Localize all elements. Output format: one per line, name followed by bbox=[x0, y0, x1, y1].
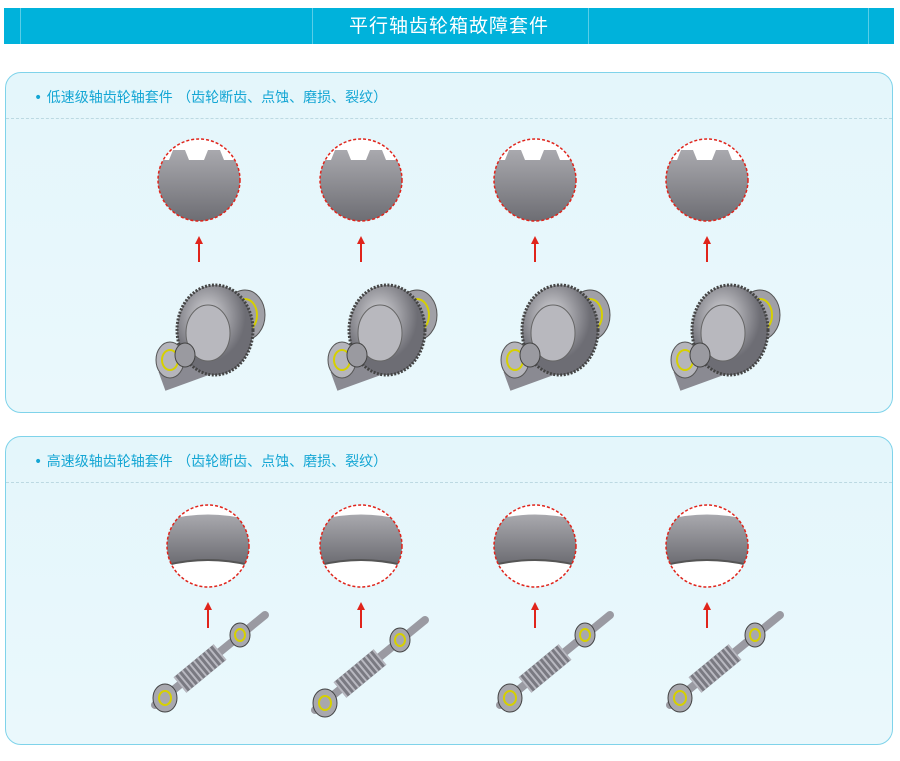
pinion-wear-view bbox=[490, 501, 610, 712]
divider bbox=[6, 118, 892, 119]
gear-pitting-view bbox=[316, 135, 439, 393]
pinion-pitting-view bbox=[313, 501, 425, 717]
banner-divider bbox=[312, 8, 313, 44]
pinion-crack-view bbox=[662, 501, 780, 712]
banner-divider bbox=[588, 8, 589, 44]
gear-broken-tooth-view bbox=[154, 135, 267, 393]
page-title: 平行轴齿轮箱故障套件 bbox=[348, 15, 549, 37]
gear-wear-view bbox=[490, 135, 612, 393]
section-title: • 高速级轴齿轮轴套件 （齿轮断齿、点蚀、磨损、裂纹） bbox=[34, 454, 388, 470]
title-banner: 平行轴齿轮箱故障套件 bbox=[4, 8, 894, 44]
gear-crack-view bbox=[662, 135, 782, 393]
banner-divider bbox=[20, 8, 21, 44]
pinion-broken-tooth-view bbox=[153, 501, 265, 712]
section-title: • 低速级轴齿轮轴套件 （齿轮断齿、点蚀、磨损、裂纹） bbox=[34, 90, 388, 106]
divider bbox=[6, 482, 892, 483]
high-speed-panel: • 高速级轴齿轮轴套件 （齿轮断齿、点蚀、磨损、裂纹） bbox=[5, 436, 893, 745]
banner-divider bbox=[868, 8, 869, 44]
